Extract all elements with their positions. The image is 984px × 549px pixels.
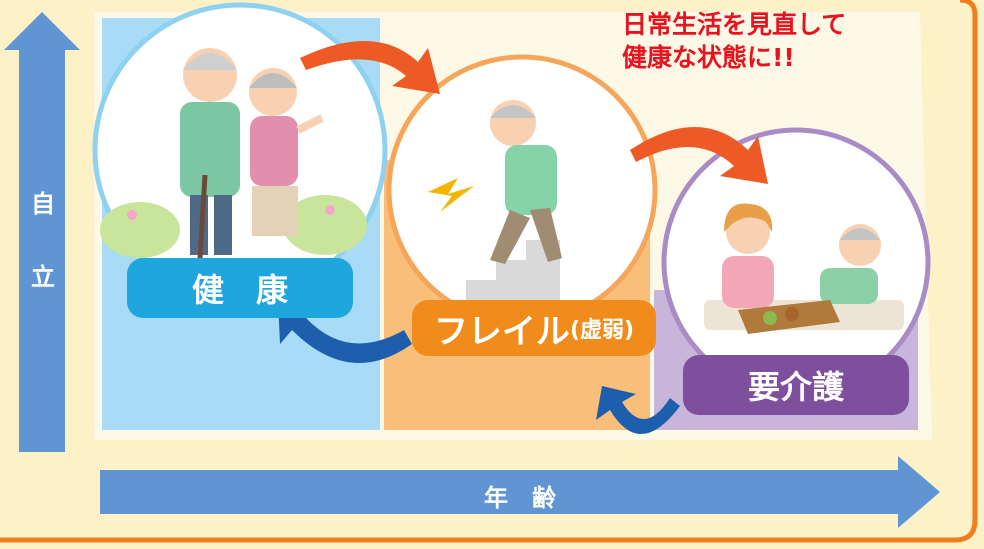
horizontal-axis-label: 年 齢 [484, 484, 556, 512]
message-line-1: 日常生活を見直して [622, 10, 847, 39]
back-arrow-2 [596, 386, 680, 435]
caregiver-illustration [704, 203, 904, 334]
forward-arrow-2 [630, 127, 768, 184]
elderly-couple-illustration [100, 48, 367, 259]
frail-man-illustration [428, 100, 562, 300]
vertical-axis-label-1: 自 [31, 190, 55, 218]
improvement-message: 日常生活を見直して 健康な状態に!! [622, 8, 952, 74]
horizontal-axis-arrow [100, 456, 940, 528]
frail-stage-label: フレイル (虚弱) [412, 300, 656, 356]
care-stage-label: 要介護 [683, 355, 909, 415]
frail-stage-sub: (虚弱) [569, 318, 635, 343]
message-line-2: 健康な状態に!! [622, 43, 795, 72]
back-arrow-1 [278, 300, 412, 363]
vertical-axis-label-2: 立 [31, 263, 55, 291]
health-stage-label: 健 康 [127, 258, 353, 318]
forward-arrow-1 [300, 40, 440, 94]
vertical-axis-arrow [4, 12, 80, 452]
frail-stage-main: フレイル [433, 311, 570, 352]
